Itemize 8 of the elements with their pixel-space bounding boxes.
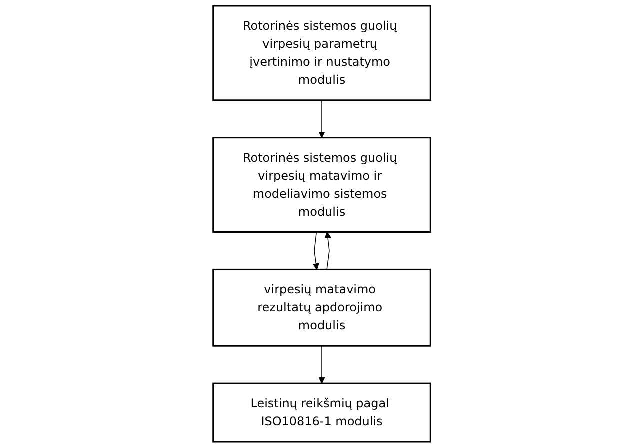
node-box: virpesių matavimo rezultatų apdorojimo modulis [212,268,432,347]
node-box: Rotorinės sistemos guolių virpesių parametrų įvertinimo ir nustatymo modulis [212,5,432,102]
node-box: Leistinų reikšmių pagal ISO10816-1 modulis [212,382,432,443]
node-box: Rotorinės sistemos guolių virpesių matavimo ir modeliavimo sistemos modulis [212,137,432,233]
arrow [324,232,332,270]
arrow [312,232,320,270]
arrow [318,100,326,138]
arrow [318,346,326,384]
